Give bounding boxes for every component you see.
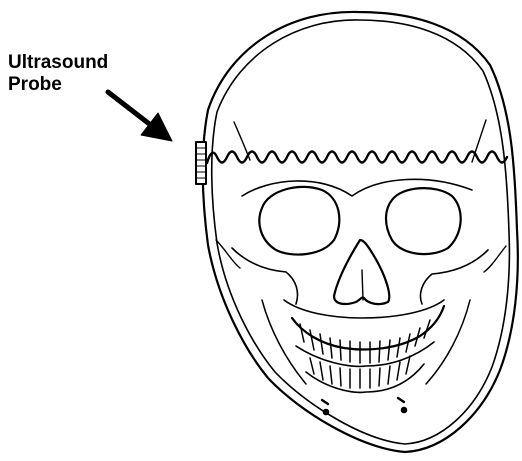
right-cheekbone: [420, 250, 488, 304]
bite-line: [296, 342, 434, 366]
right-chin-mark: [398, 398, 404, 402]
left-mandible-line: [262, 300, 306, 384]
right-eye-socket: [386, 188, 461, 254]
left-cheekbone: [232, 248, 298, 304]
nasal-septum: [362, 270, 363, 300]
right-mental-foramen: [402, 408, 406, 412]
left-eye-socket: [259, 187, 339, 255]
right-mandible-line: [426, 300, 470, 384]
ultrasound-wave: [207, 152, 507, 164]
pointer-arrow: [108, 92, 172, 141]
lower-gum-line: [306, 364, 424, 392]
left-mental-foramen: [324, 410, 328, 414]
maxilla: [284, 300, 444, 318]
left-chin-mark: [322, 400, 328, 404]
right-temporal-line: [472, 120, 486, 162]
